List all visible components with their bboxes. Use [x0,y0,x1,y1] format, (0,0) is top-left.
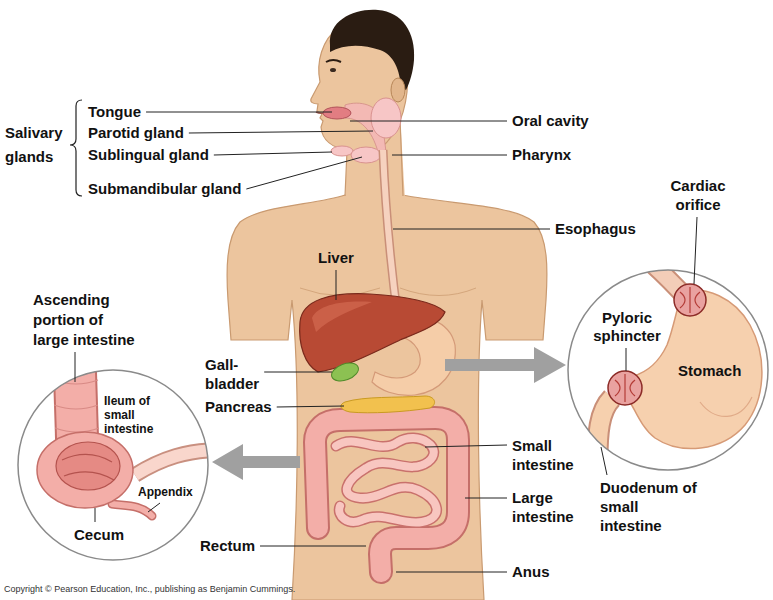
large-intestine-outline [315,418,458,572]
organs [300,98,458,572]
small-intestine [336,438,437,523]
part-label: Pancreas [205,398,272,416]
leader-line [246,157,362,189]
stomach-inset [568,250,768,480]
leader-line [626,348,627,371]
leader-line [277,406,344,407]
inset-content [37,340,220,516]
duodenum [598,398,612,480]
liver [300,294,445,372]
zoom-arrow [212,444,300,480]
inset-border [18,370,208,560]
inset-ground [18,370,208,560]
part-label: Cardiac orifice [660,176,736,214]
group-label: Salivary glands [5,121,67,169]
part-label: Tongue [88,103,141,121]
leader-line [264,372,332,373]
appendix-outline [112,504,152,516]
part-label: Ascending portion of large intestine [33,290,139,350]
hair [330,10,414,90]
leader-line [465,498,507,499]
part-label: Small intestine [512,436,582,474]
ear [391,78,405,102]
esophagus [383,150,398,320]
parotid-gland [371,98,401,138]
bracket [70,100,82,196]
appendix [112,504,152,516]
leader-line [393,229,550,230]
mucosal-fold [62,454,114,480]
part-label: Stomach [678,362,741,380]
part-label: Anus [512,563,550,581]
muscle-texture [680,287,700,313]
part-label: Gall- bladder [205,355,265,393]
zoom-arrow [445,347,566,383]
small-intestine-outline [336,438,437,523]
part-label: Liver [318,249,354,267]
leader-line [601,447,607,475]
part-label: Submandibular gland [88,180,241,198]
leader-line [148,503,160,512]
part-label: Rectum [200,537,255,555]
cecum-cutaway [56,442,120,490]
part-label: Cecum [74,526,124,544]
body-figure [227,10,547,600]
liver-highlight [312,302,372,332]
part-label: Pyloric sphincter [588,309,666,345]
submandibular-gland [351,147,381,163]
leader-line [260,546,366,547]
leader-line [189,131,373,133]
leader-line [336,270,337,300]
muscle-texture [615,374,635,402]
leader-line [425,445,507,447]
part-label: Ileum of small intestine [104,394,158,436]
leader-line [392,155,507,156]
leader-line [214,152,332,155]
leader-line [146,112,332,113]
leader-line [75,352,76,382]
leader-line [95,508,96,522]
stomach-fold [700,397,752,416]
duodenum-outline [598,398,612,480]
haustra [54,380,99,432]
part-label: Appendix [138,485,193,499]
part-label: Duodenum of small intestine [600,478,700,535]
chest-contour [300,288,476,296]
pyloric-sphincter-detail [608,371,642,405]
leader-line [396,572,507,573]
part-label: Oral cavity [512,112,589,130]
cecum [37,432,133,508]
sublingual-gland [331,146,353,156]
part-label: Sublingual gland [88,146,209,164]
part-label: Parotid gland [88,124,184,142]
inset-content [598,250,762,480]
cardiac-orifice-detail [674,284,706,316]
gallbladder [329,360,361,385]
part-label: Pharynx [512,146,571,164]
tongue [323,107,351,119]
eye [330,68,336,72]
cecum-inset [18,340,220,560]
part-label: Large intestine [512,488,582,526]
inset-border [568,270,768,470]
large-intestine [315,418,458,572]
eyebrow [326,60,341,62]
leader-line [694,217,697,284]
leader-line [350,121,507,122]
copyright-note: Copyright © Pearson Education, Inc., pub… [4,583,295,595]
pancreas [341,396,435,413]
part-label: Esophagus [555,220,636,238]
esophagus-outline [383,150,398,320]
